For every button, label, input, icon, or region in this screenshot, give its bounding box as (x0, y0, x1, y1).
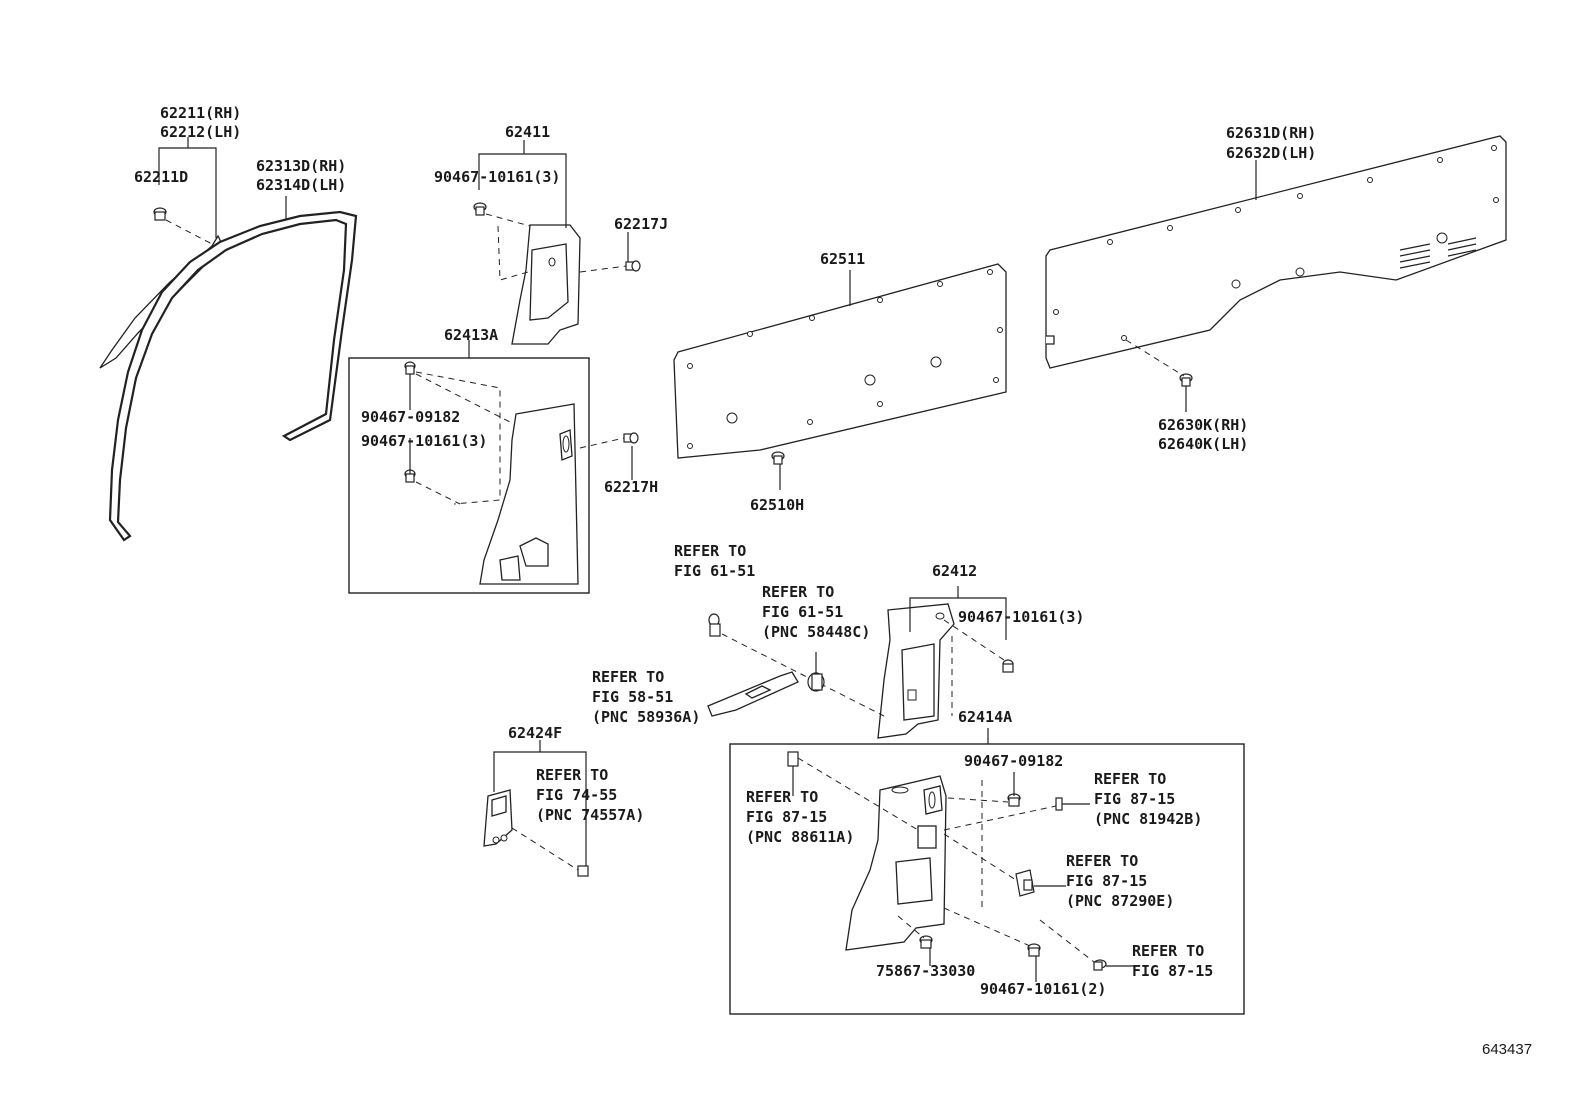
label-ref-61-51-a-1: REFER TO (674, 542, 746, 560)
label-ref-87-15-c-3: (PNC 87290E) (1066, 892, 1174, 910)
label-62413a: 62413A (444, 326, 498, 344)
label-62217j: 62217J (614, 215, 668, 233)
clip-90467-09182-icon (404, 361, 416, 375)
label-62313d-rh: 62313D(RH) (256, 157, 346, 175)
label-62217h: 62217H (604, 478, 658, 496)
label-ref-58-51-2: FIG 58-51 (592, 688, 673, 706)
label-ref-87-15-d-2: FIG 87-15 (1132, 962, 1213, 980)
reference-id: 643437 (1482, 1041, 1532, 1058)
label-62414a: 62414A (958, 708, 1012, 726)
label-ref-87-15-b-3: (PNC 88611A) (746, 828, 854, 846)
label-ref-87-15-a-1: REFER TO (1094, 770, 1166, 788)
hook-62424f-part (483, 789, 513, 847)
label-62640k-lh: 62640K(LH) (1158, 435, 1248, 453)
label-62411: 62411 (505, 123, 550, 141)
label-ref-58-51-1: REFER TO (592, 668, 664, 686)
label-ref-87-15-a-3: (PNC 81942B) (1094, 810, 1202, 828)
label-ref-87-15-a-2: FIG 87-15 (1094, 790, 1175, 808)
pad-74557a-icon (577, 865, 589, 877)
label-ref-87-15-d-1: REFER TO (1132, 942, 1204, 960)
label-ref-87-15-b-2: FIG 87-15 (746, 808, 827, 826)
label-90467-09182-a: 90467-09182 (361, 408, 460, 426)
clip-90467-09182-b-icon (1007, 793, 1021, 807)
label-62424f: 62424F (508, 724, 562, 742)
label-90467-10161-3-c: 90467-10161(3) (958, 608, 1084, 626)
clip-62217h-icon (623, 432, 639, 444)
side-panel-62511-part (673, 263, 1007, 459)
label-62412: 62412 (932, 562, 977, 580)
clip-75867-33030-icon (919, 935, 933, 949)
label-ref-61-51-b-2: FIG 61-51 (762, 603, 843, 621)
label-ref-61-51-b-1: REFER TO (762, 583, 834, 601)
clip-90467-10161-2-icon (1027, 943, 1041, 957)
label-62212-lh: 62212(LH) (160, 123, 241, 141)
group-box-62414a (729, 743, 1245, 1015)
label-ref-61-51-b-3: (PNC 58448C) (762, 623, 870, 641)
label-90467-10161-2: 90467-10161(2) (980, 980, 1106, 998)
clip-62217j-icon (625, 260, 641, 272)
label-90467-10161-3-a: 90467-10161(3) (434, 168, 560, 186)
connector-87290e-icon (1015, 869, 1035, 897)
pillar-garnish-62412-part (877, 603, 955, 739)
clip-62211d-icon (153, 207, 167, 221)
label-62632d-lh: 62632D(LH) (1226, 144, 1316, 162)
door-opening-trim-part (108, 210, 358, 542)
grommet-58448c-icon (807, 672, 825, 692)
label-62631d-rh: 62631D(RH) (1226, 124, 1316, 142)
label-62211d: 62211D (134, 168, 188, 186)
clip-62630k-icon (1179, 373, 1193, 387)
label-90467-10161-3-b: 90467-10161(3) (361, 432, 487, 450)
label-62511: 62511 (820, 250, 865, 268)
rear-side-panel-part (1045, 135, 1507, 369)
label-ref-58-51-3: (PNC 58936A) (592, 708, 700, 726)
label-ref-74-55-3: (PNC 74557A) (536, 806, 644, 824)
label-ref-87-15-c-2: FIG 87-15 (1066, 872, 1147, 890)
label-ref-87-15-c-1: REFER TO (1066, 852, 1138, 870)
label-62510h: 62510H (750, 496, 804, 514)
label-75867-33030: 75867-33030 (876, 962, 975, 980)
clip-62412-icon (1002, 659, 1014, 673)
upper-pillar-garnish-part (511, 224, 581, 345)
lower-pillar-garnish-62414a-part (845, 775, 947, 951)
clip-87-15-bottom-icon (1093, 959, 1107, 971)
label-62314d-lh: 62314D(LH) (256, 176, 346, 194)
label-62211-rh: 62211(RH) (160, 104, 241, 122)
label-ref-87-15-b-1: REFER TO (746, 788, 818, 806)
lower-pillar-garnish-part (479, 403, 579, 585)
label-90467-09182-b: 90467-09182 (964, 752, 1063, 770)
clip-88611a-icon (787, 751, 799, 767)
clip-62411-icon (473, 202, 487, 216)
clip-62510h-icon (771, 451, 785, 465)
label-ref-74-55-1: REFER TO (536, 766, 608, 784)
bolt-61-51-icon (708, 613, 721, 637)
label-62630k-rh: 62630K(RH) (1158, 416, 1248, 434)
pad-81942b-icon (1055, 797, 1063, 811)
label-ref-61-51-a-2: FIG 61-51 (674, 562, 755, 580)
label-ref-74-55-2: FIG 74-55 (536, 786, 617, 804)
assist-grip-58936a-part (707, 671, 799, 717)
